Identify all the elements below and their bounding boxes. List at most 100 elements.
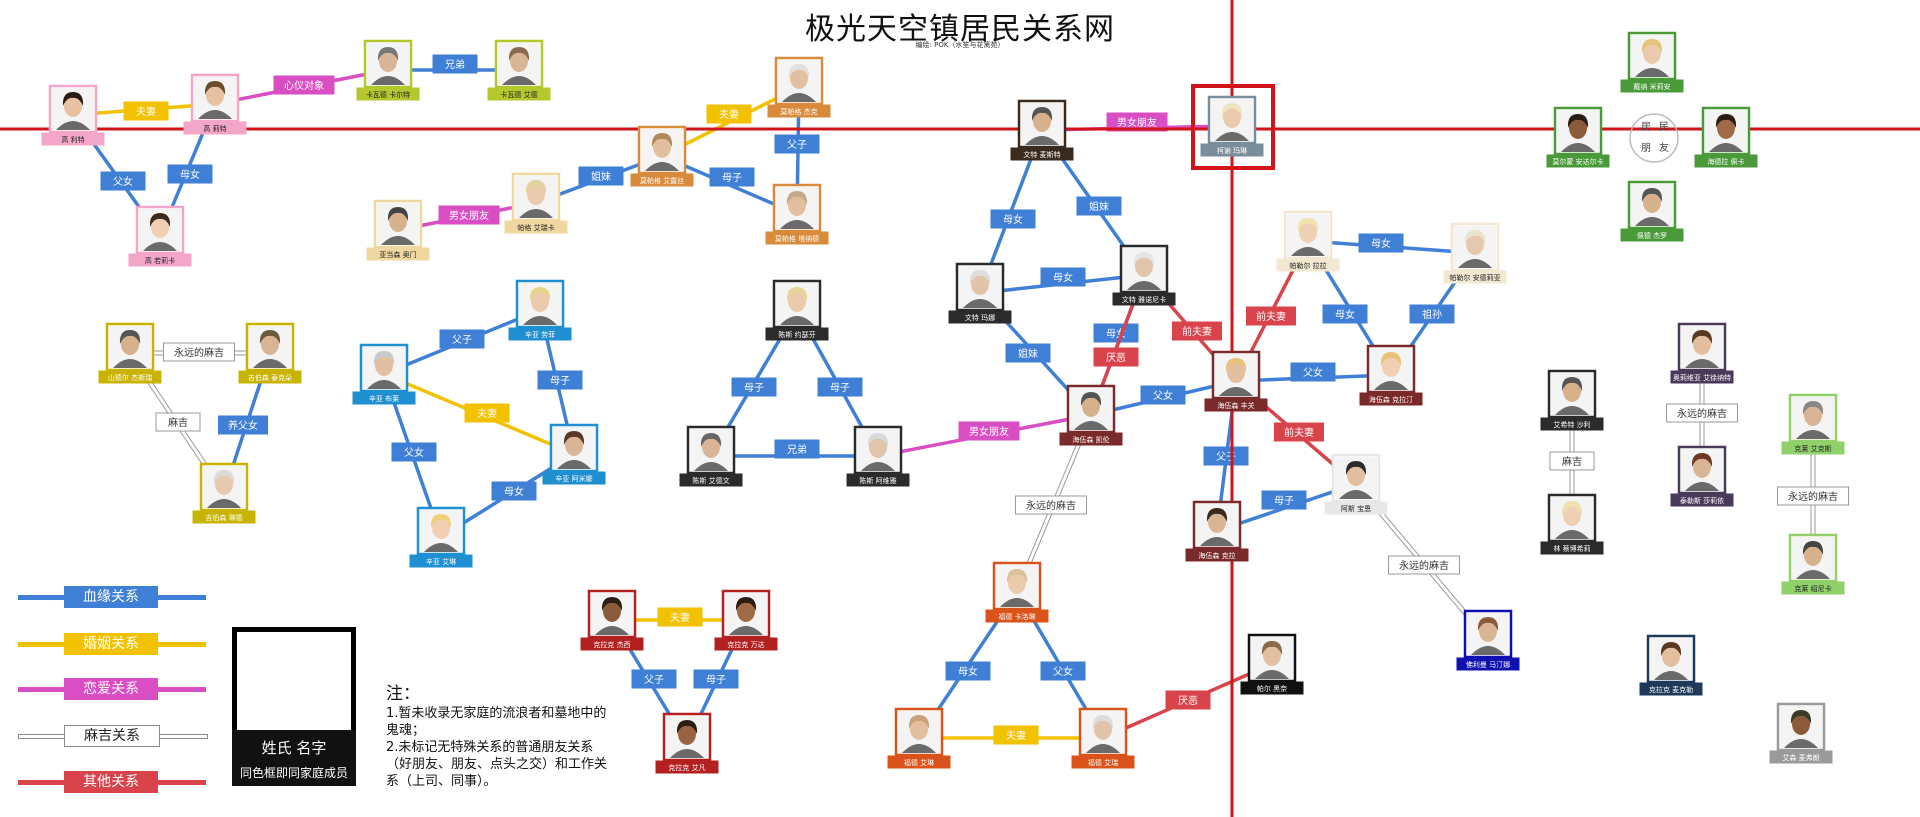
- edge-label-bg: [432, 54, 478, 74]
- person-node[interactable]: 莫帕格 杰克: [767, 56, 831, 118]
- person-node[interactable]: 辛亚 劳菲: [508, 279, 572, 341]
- portrait-shoulders: [1709, 143, 1743, 152]
- name-plate: [985, 609, 1049, 623]
- edge-label-bg: [123, 101, 169, 121]
- name-plate: [714, 637, 778, 651]
- portrait-shoulders: [963, 299, 997, 308]
- person-node[interactable]: 文特 雅诺尼卡: [1112, 244, 1176, 306]
- person-name: 佛利曼 马汀娜: [1466, 660, 1510, 669]
- name-plate: [1324, 501, 1388, 515]
- portrait-face: [1033, 110, 1051, 132]
- person-node[interactable]: 克拉克 麦克勒: [1639, 634, 1703, 696]
- portrait-face: [737, 600, 755, 622]
- person-node[interactable]: 辛亚 阿米娜: [542, 423, 606, 485]
- person-node[interactable]: 泰勒斯 莎莉依: [1670, 445, 1734, 507]
- edge-label: 永远的麻吉: [1026, 499, 1076, 512]
- person-node[interactable]: 福德 艾琳: [887, 707, 951, 769]
- portrait-shoulders: [113, 359, 147, 368]
- person-node[interactable]: 海伍森 克拉汀: [1359, 344, 1423, 406]
- person-node[interactable]: 克莱 艾克斯: [1781, 393, 1845, 455]
- person-node[interactable]: 陈斯 阿维雅: [846, 425, 910, 487]
- person-node[interactable]: 艾森 麦弗朗: [1769, 702, 1833, 764]
- person-node[interactable]: 莫尔蒙 安达尔卡: [1546, 106, 1610, 168]
- person-node[interactable]: 阿斯 宝恩: [1324, 453, 1388, 515]
- person-node[interactable]: 莫帕格 塔纳德: [765, 183, 829, 245]
- portrait-shoulders: [143, 242, 177, 251]
- person-node[interactable]: 卡瓦德 艾德: [487, 39, 551, 101]
- edge-label-bg: [167, 164, 213, 184]
- person-node[interactable]: 文特 麦斯特: [1010, 99, 1074, 161]
- person-name: 陈斯 艾德文: [692, 476, 729, 485]
- edge-label-bg: [1076, 196, 1122, 216]
- person-node[interactable]: 奥莉维亚 艾徐纳特: [1670, 322, 1734, 384]
- person-node[interactable]: 帕格 艾瑞卡: [504, 172, 568, 234]
- portrait-face: [1643, 191, 1661, 213]
- edge-label: 祖孙: [1422, 308, 1442, 321]
- person-node[interactable]: 福德 艾瑞: [1071, 707, 1135, 769]
- portrait-shoulders: [381, 236, 415, 245]
- portrait-face: [1717, 117, 1735, 139]
- edge-label-bg: [100, 171, 146, 191]
- person-node[interactable]: 文特 玛娜: [948, 262, 1012, 324]
- person-node[interactable]: 福德 卡洛琳: [985, 561, 1049, 623]
- person-node[interactable]: 陈斯 艾德文: [679, 425, 743, 487]
- person-node[interactable]: 亚当森 奥门: [366, 199, 430, 261]
- person-node[interactable]: 克拉克 杰西: [580, 589, 644, 651]
- portrait-shoulders: [1000, 598, 1034, 607]
- person-node[interactable]: 辛亚 艾琳: [409, 506, 473, 568]
- edge-label: 夫妻: [477, 407, 497, 420]
- portrait-hair: [676, 720, 698, 734]
- person-node[interactable]: 山德尔 杰斯瑞: [98, 322, 162, 384]
- person-node[interactable]: 柯谢 玛琳: [1200, 95, 1264, 157]
- person-node[interactable]: 艾希特 沙利: [1540, 369, 1604, 431]
- person-node[interactable]: 林 蔡博希莉: [1540, 493, 1604, 555]
- person-node[interactable]: 克拉克 艾凡: [655, 712, 719, 774]
- person-node[interactable]: 佛利曼 马汀娜: [1456, 609, 1520, 671]
- person-node[interactable]: 海伍森 凯伦: [1059, 384, 1123, 446]
- edge-label-bg: [706, 104, 752, 124]
- portrait-hair: [62, 92, 84, 106]
- name-plate: [128, 253, 192, 267]
- portrait-shoulders: [729, 626, 763, 635]
- name-plate: [887, 755, 951, 769]
- person-node[interactable]: 佩德 杰罗: [1620, 180, 1684, 242]
- person-node[interactable]: 克拉克 万达: [714, 589, 778, 651]
- person-name: 高 若莉卡: [145, 256, 175, 265]
- person-node[interactable]: 克莱 绍尼卡: [1781, 533, 1845, 595]
- person-name: 帕勒尔 安德莉亚: [1449, 273, 1500, 282]
- edge-label: 男女朋友: [1117, 116, 1157, 129]
- name-plate: [679, 473, 743, 487]
- portrait-shoulders: [1127, 281, 1161, 290]
- person-name: 吉伯森 琳德: [205, 513, 242, 522]
- portrait-face: [1804, 404, 1822, 426]
- person-node[interactable]: 高 利特: [41, 84, 105, 146]
- person-node[interactable]: 卡瓦德 卡尔特: [356, 39, 420, 101]
- person-node[interactable]: 陈斯 约瑟芬: [765, 279, 829, 341]
- person-node[interactable]: 帕尔 黑奈: [1240, 633, 1304, 695]
- portrait-shoulders: [1555, 406, 1589, 415]
- edge-label: 父女: [1303, 366, 1323, 379]
- person-node[interactable]: 莫帕格 艾露丝: [630, 125, 694, 187]
- person-node[interactable]: 辛亚 布莱: [352, 343, 416, 405]
- edge-label: 母子: [722, 172, 742, 184]
- portrait-hair: [735, 597, 757, 611]
- edge-blood: 母女: [1307, 233, 1476, 255]
- person-node[interactable]: 海伍森 丰关: [1204, 350, 1268, 412]
- person-node[interactable]: 戴纳 米莉安: [1620, 31, 1684, 93]
- portrait-hair: [908, 715, 930, 729]
- edge-label-bg: [774, 134, 820, 154]
- person-node[interactable]: 高 莉特: [183, 73, 247, 135]
- name-plate: [183, 121, 247, 135]
- name-plate: [41, 132, 105, 146]
- person-node[interactable]: 帕勒尔 安德莉亚: [1443, 222, 1507, 284]
- person-node[interactable]: 帕勒尔 拉拉: [1276, 210, 1340, 272]
- person-node[interactable]: 吉伯森 泰克朵: [238, 322, 302, 384]
- portrait-hair: [1561, 377, 1583, 391]
- person-name: 福德 艾琳: [904, 758, 934, 767]
- person-node[interactable]: 海伍森 克拉: [1185, 500, 1249, 562]
- edge-label: 父女: [1053, 665, 1073, 678]
- person-name: 文特 玛娜: [965, 313, 995, 322]
- person-node[interactable]: 海德拉 佩卡: [1694, 106, 1758, 168]
- person-node[interactable]: 高 若莉卡: [128, 205, 192, 267]
- person-node[interactable]: 吉伯森 琳德: [192, 462, 256, 524]
